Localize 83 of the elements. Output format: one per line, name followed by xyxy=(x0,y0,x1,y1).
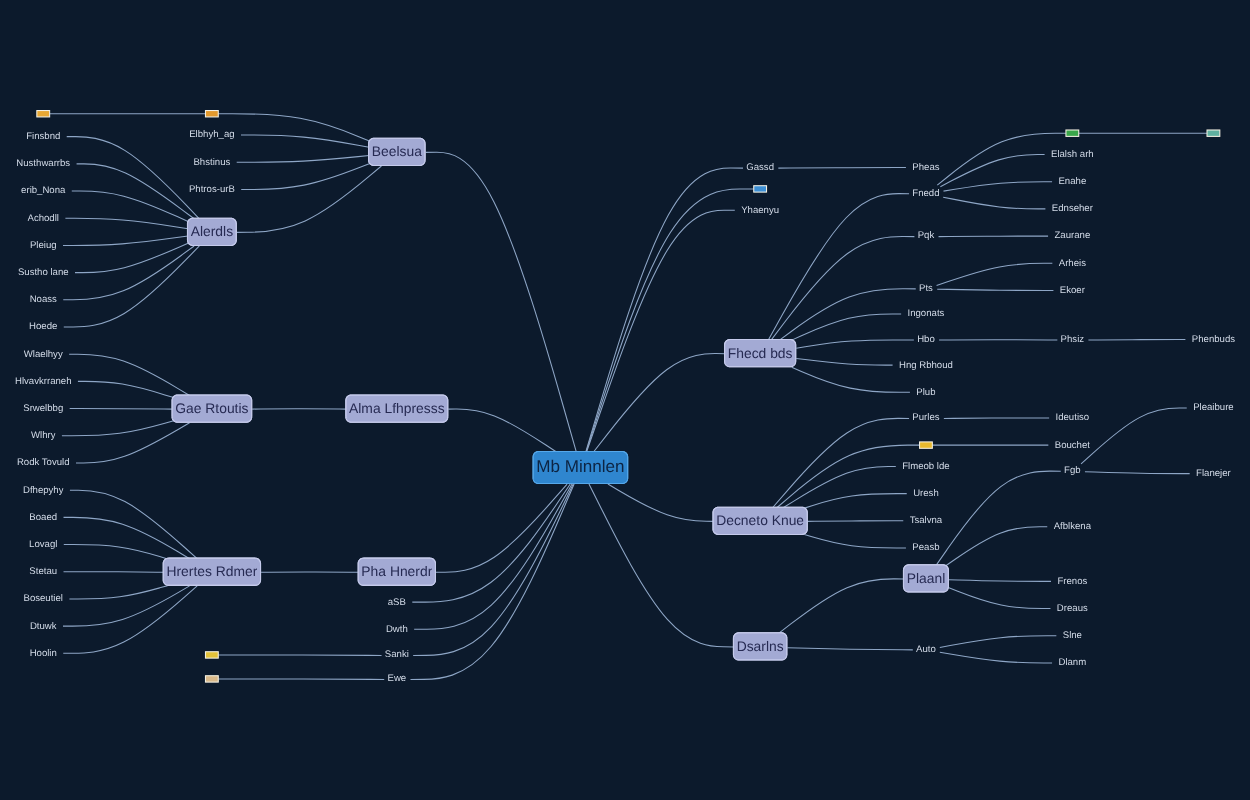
connector xyxy=(69,490,198,561)
connector xyxy=(791,367,911,394)
connector xyxy=(260,572,360,574)
connector xyxy=(786,648,914,652)
connector xyxy=(61,421,175,438)
connector xyxy=(240,163,371,191)
connector xyxy=(74,243,190,275)
connector xyxy=(795,340,915,350)
connector xyxy=(63,246,200,329)
connector xyxy=(447,409,558,454)
connector xyxy=(425,152,577,454)
connector xyxy=(939,636,1057,649)
connector xyxy=(936,263,1053,287)
connector xyxy=(68,586,169,601)
connector xyxy=(411,484,571,604)
connector xyxy=(236,166,382,234)
connector xyxy=(62,586,198,655)
connector xyxy=(782,466,897,510)
connector xyxy=(592,353,726,454)
node-box xyxy=(204,676,219,684)
connector xyxy=(586,210,736,454)
connector xyxy=(236,155,370,164)
connector xyxy=(49,114,206,116)
connector xyxy=(938,340,1058,342)
connector xyxy=(66,137,200,221)
connector xyxy=(942,182,1053,193)
node-box xyxy=(36,110,51,119)
connector xyxy=(936,289,1054,292)
connector xyxy=(939,154,1046,189)
node-box xyxy=(204,652,219,660)
connector xyxy=(935,471,1062,567)
connector xyxy=(588,484,735,649)
connector xyxy=(69,408,174,411)
connector xyxy=(217,114,371,143)
connector xyxy=(607,484,715,523)
connector xyxy=(791,314,902,342)
connector xyxy=(931,445,1049,447)
connector xyxy=(217,655,383,657)
connector xyxy=(75,423,191,465)
connector xyxy=(64,218,189,231)
connector xyxy=(777,167,907,170)
node-box xyxy=(753,186,768,194)
connector xyxy=(62,246,195,302)
connector xyxy=(803,493,908,510)
connector xyxy=(767,193,910,342)
connector xyxy=(948,580,1052,583)
connector xyxy=(938,236,1049,239)
connector xyxy=(807,521,904,523)
connector xyxy=(945,527,1048,568)
connector xyxy=(1078,133,1208,135)
connector xyxy=(1080,408,1188,466)
connector xyxy=(62,586,191,628)
connector xyxy=(1084,472,1191,476)
connector xyxy=(217,679,385,681)
connector xyxy=(240,135,370,149)
connector xyxy=(948,588,1051,610)
connector xyxy=(779,289,917,342)
connector xyxy=(63,572,165,574)
connector xyxy=(71,191,190,224)
connector xyxy=(776,445,921,510)
connector xyxy=(68,354,191,397)
connector xyxy=(413,484,573,631)
connector xyxy=(936,133,1067,187)
connector xyxy=(803,534,907,550)
connector xyxy=(63,517,191,561)
connector xyxy=(435,484,568,574)
connector xyxy=(251,409,347,411)
node-box xyxy=(1065,130,1080,138)
connector xyxy=(63,544,169,561)
connector xyxy=(943,418,1050,420)
connector xyxy=(939,652,1053,665)
node-box xyxy=(1206,130,1221,138)
connector xyxy=(77,381,175,399)
connector xyxy=(942,197,1046,211)
connector xyxy=(76,164,195,221)
connector xyxy=(795,358,894,367)
node-box xyxy=(919,442,933,450)
connector xyxy=(772,418,910,510)
connector xyxy=(778,579,905,635)
connector xyxy=(770,236,915,342)
connector xyxy=(62,236,189,247)
connector xyxy=(1087,339,1186,342)
node-box xyxy=(204,110,219,119)
